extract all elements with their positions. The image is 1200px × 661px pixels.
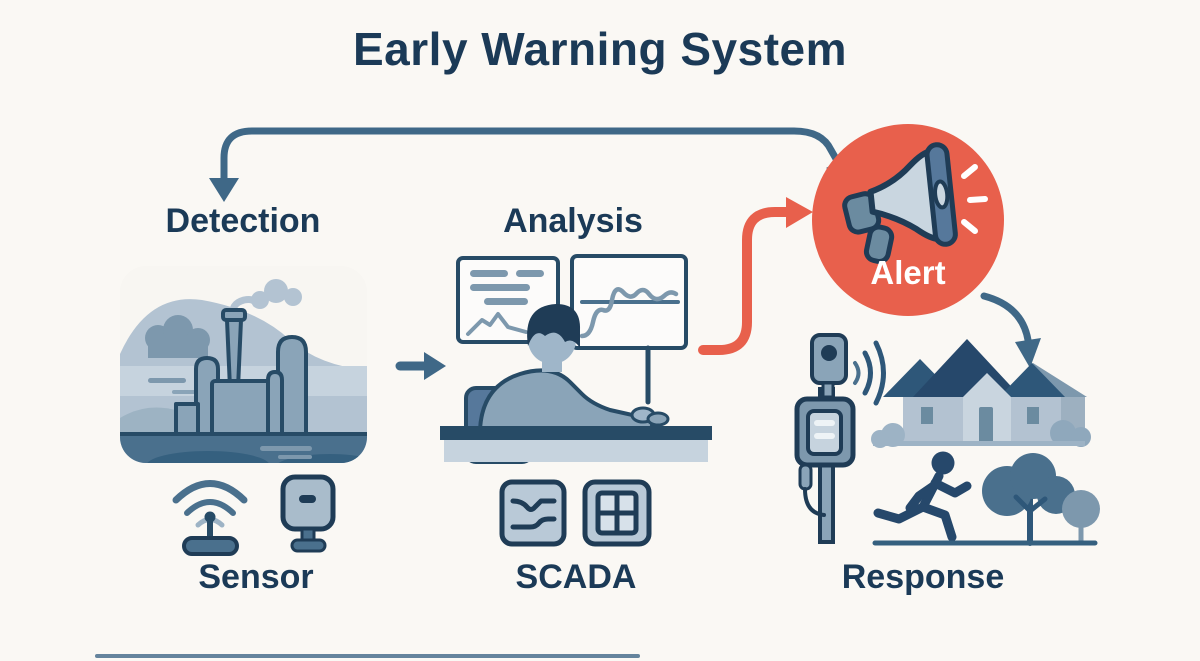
analysis-label: Analysis bbox=[503, 202, 643, 240]
houses-icon bbox=[871, 339, 1091, 448]
scada-label: SCADA bbox=[515, 558, 637, 596]
detection-to-analysis-arrow bbox=[395, 352, 446, 380]
emphasis-dashes bbox=[961, 164, 988, 234]
megaphone-icon bbox=[842, 142, 988, 264]
alert-to-response-arrow bbox=[980, 292, 1041, 368]
alert-label: Alert bbox=[870, 254, 946, 291]
page-title: Early Warning System bbox=[352, 23, 848, 75]
response-label: Response bbox=[841, 558, 1005, 596]
grid-panel-icon bbox=[582, 479, 652, 547]
scada-icons bbox=[499, 479, 652, 547]
siren-pole-icon bbox=[794, 333, 856, 544]
siren-waves-icon bbox=[853, 340, 886, 406]
right-monitor bbox=[570, 254, 688, 405]
sensor-device-icon bbox=[280, 474, 336, 553]
trees-icon bbox=[982, 453, 1100, 546]
analysis-to-alert-arrow bbox=[698, 197, 813, 355]
running-person-icon bbox=[873, 451, 972, 542]
factory-landscape-icon bbox=[120, 266, 367, 463]
antenna-icon bbox=[182, 511, 239, 556]
feedback-arrow bbox=[209, 127, 847, 202]
sensor-label: Sensor bbox=[198, 558, 314, 596]
bottom-divider bbox=[95, 654, 640, 658]
desk bbox=[440, 426, 712, 462]
sensor-icons bbox=[172, 474, 336, 556]
detection-label: Detection bbox=[165, 202, 321, 240]
response-scene bbox=[794, 333, 1100, 546]
trees bbox=[145, 315, 210, 358]
analyst-monitors-icon bbox=[440, 254, 712, 464]
alert-badge: Alert bbox=[812, 124, 1004, 316]
signal-panel-icon bbox=[499, 479, 567, 547]
